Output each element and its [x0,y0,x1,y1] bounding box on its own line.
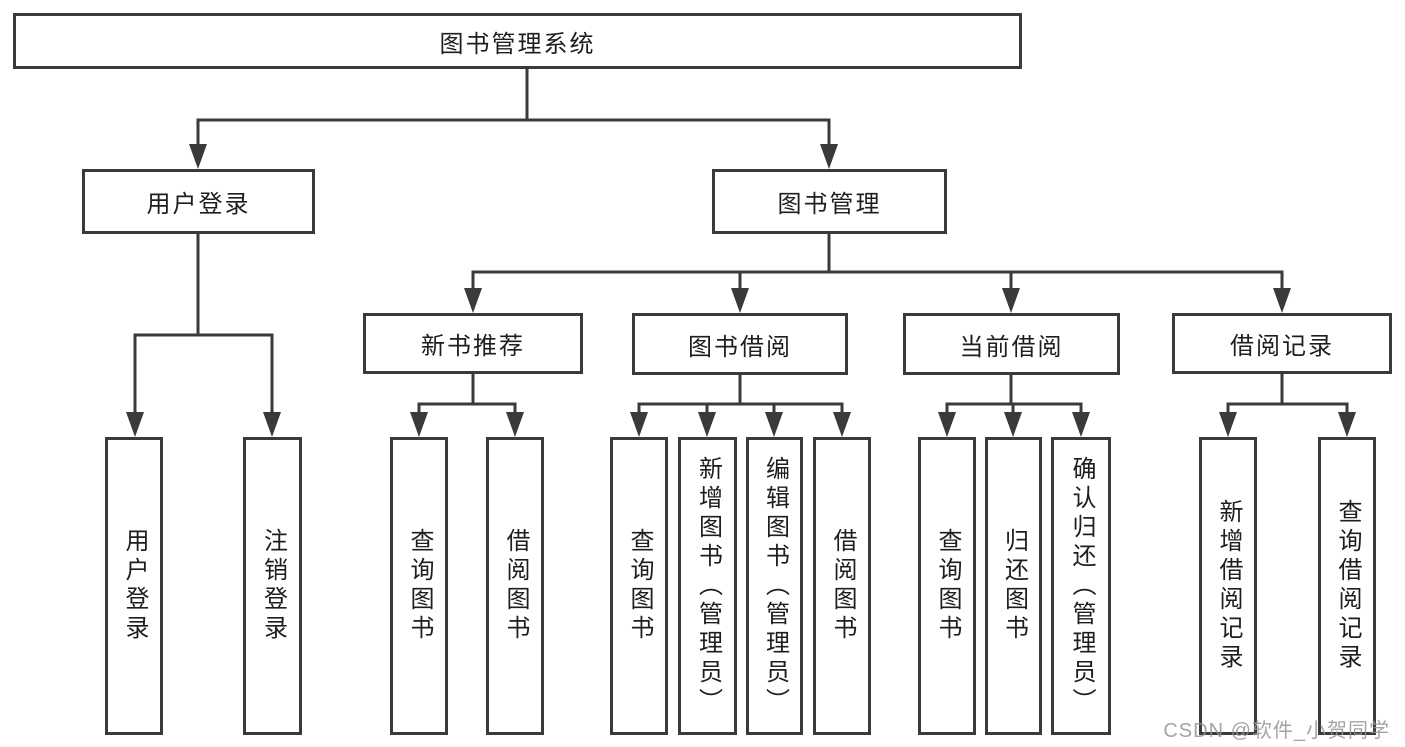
node-book-management: 图书管理 [712,169,947,234]
leaf-borrow-books-newbook: 借阅图书 [486,437,544,735]
leaf-query-books-current: 查询图书 [918,437,976,735]
node-label: 用户登录 [146,191,251,218]
node-label: 借阅记录 [1230,333,1334,360]
node-label: 新书推荐 [421,333,525,360]
node-borrowing-records: 借阅记录 [1172,313,1392,374]
leaf-query-books-newbook: 查询图书 [390,437,448,735]
node-label: 图书借阅 [688,333,792,361]
leaf-return-books: 归还图书 [985,437,1042,735]
leaf-add-books-admin: 新增图书（管理员） [678,437,737,735]
arrowheads [126,144,1356,437]
arrowhead [1002,288,1020,313]
leaf-logout: 注销登录 [243,437,302,735]
node-label: 新增图书（管理员） [694,455,722,717]
arrowhead [938,412,956,437]
csdn-watermark: CSDN @软件_小贺同学 [1163,720,1390,742]
arrowhead [765,412,783,437]
edge-book-management [471,234,1284,292]
arrowhead [1072,412,1090,437]
arrowhead [464,288,482,313]
node-label: 查询图书 [626,528,653,644]
node-current-borrowing: 当前借阅 [903,313,1120,375]
node-label: 图书管理 [777,191,882,218]
arrowhead [263,412,281,437]
node-book-borrowing: 图书借阅 [632,313,848,375]
leaf-add-borrow-record: 新增借阅记录 [1199,437,1257,735]
arrowhead [189,144,207,169]
arrowhead [1338,412,1356,437]
edge-user-login [133,234,274,416]
node-label: 借阅图书 [829,528,856,644]
arrowhead [833,412,851,437]
node-label: 确认归还（管理员） [1068,455,1095,717]
node-label: 当前借阅 [959,333,1064,361]
node-library-management-system: 图书管理系统 [13,13,1022,69]
leaf-user-login: 用户登录 [105,437,163,735]
leaf-edit-books-admin: 编辑图书（管理员） [746,437,803,735]
node-label: 用户登录 [121,528,148,644]
arrowhead [731,288,749,313]
edge-book-borrow [637,374,844,416]
arrowhead [698,412,716,437]
leaf-confirm-return-admin: 确认归还（管理员） [1051,437,1111,735]
edge-current-borrow [945,374,1083,416]
node-label: 注销登录 [259,528,287,644]
arrowhead [410,412,428,437]
edge-root-to-modules [196,69,831,150]
arrowhead [820,144,838,169]
tree-edges [133,69,1349,416]
arrowhead [1219,412,1237,437]
node-label: 查询借阅记录 [1334,499,1361,673]
arrowhead [630,412,648,437]
node-user-login: 用户登录 [82,169,315,234]
leaf-query-borrow-record: 查询借阅记录 [1318,437,1376,735]
leaf-borrow-books: 借阅图书 [813,437,871,735]
node-label: 编辑图书（管理员） [761,455,789,717]
arrowhead [126,412,144,437]
node-label: 借阅图书 [502,528,529,644]
arrowhead [506,412,524,437]
leaf-query-books-borrow: 查询图书 [610,437,668,735]
node-label: 查询图书 [406,528,433,644]
node-label: 归还图书 [1000,528,1028,644]
node-label: 图书管理系统 [439,30,596,58]
edge-new-book [417,374,517,416]
arrowhead [1004,412,1022,437]
node-label: 新增借阅记录 [1215,499,1242,673]
arrowhead [1273,288,1291,313]
node-label: 查询图书 [934,528,961,644]
edge-borrow-records [1226,374,1349,416]
node-new-book-recommendation: 新书推荐 [363,313,583,374]
